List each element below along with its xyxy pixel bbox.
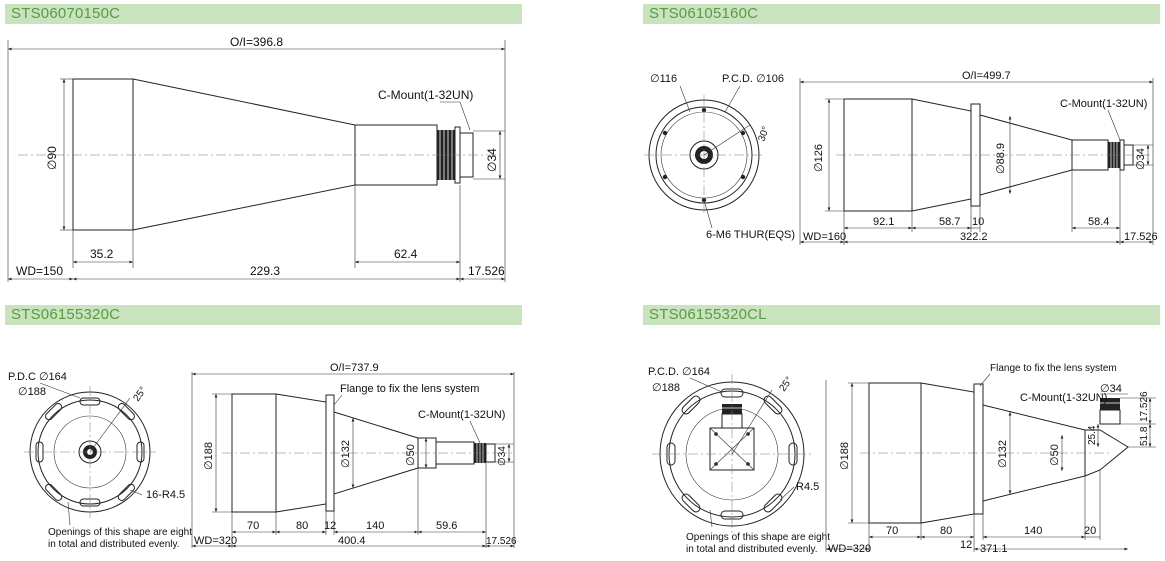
pcd-label: P.C.D. ∅164 [648, 366, 710, 378]
dim-dia-88-9: ∅88.9 [995, 143, 1007, 174]
section-banner-4: STS06155320CL [643, 305, 1160, 325]
dim-400-4: 400.4 [338, 535, 366, 547]
dim-17-526: 17.526 [1124, 231, 1158, 243]
slot-label: 16-R4.5 [146, 489, 185, 501]
dim-oi: O/I=499.7 [962, 70, 1011, 82]
dim-322-2: 322.2 [960, 231, 988, 243]
dim-20: 20 [1084, 525, 1096, 537]
dim-dia-132: ∅132 [340, 440, 352, 468]
slot-label: R4.5 [796, 481, 819, 493]
drawing-title: STS06070150C [11, 5, 121, 22]
drawing-2-front-view: ∅116 P.C.D. ∅106 30° 6-M6 THUR(EQS) [644, 73, 795, 241]
dim-dia-126: ∅126 [813, 144, 825, 172]
angle-label: 25° [131, 385, 149, 404]
section-banner-3: STS06155320C [5, 305, 522, 325]
dim-wd: WD=160 [803, 231, 846, 243]
dim-59-6: 59.6 [436, 520, 457, 532]
angle-label: 30° [756, 125, 772, 143]
dim-51-8: 51.8 [1139, 426, 1150, 446]
dim-92-1: 92.1 [873, 216, 894, 228]
c-mount-label: C-Mount(1-32UN) [1060, 98, 1147, 110]
dim-80: 80 [940, 525, 952, 537]
dim-17-526: 17.526 [1139, 391, 1150, 422]
dim-17-526: 17.526 [486, 536, 517, 547]
dim-70: 70 [247, 520, 259, 532]
dim-dia-188-side: ∅188 [839, 442, 851, 470]
drawing-4-side-view: ∅188 ∅132 ∅50 Flange to fix the lens sys… [825, 363, 1156, 555]
dim-dia-34: ∅34 [485, 148, 499, 172]
dim-62-4: 62.4 [394, 247, 418, 261]
drawing-4-front-view: P.C.D. ∅164 ∅188 25° R4.5 Openings of th… [648, 366, 830, 555]
dim-dia-188: ∅188 [18, 386, 46, 398]
dim-dia-34: ∅34 [497, 446, 508, 466]
dim-oi: O/I=737.9 [330, 362, 379, 374]
dim-wd: WD=320 [828, 543, 871, 555]
dim-10: 10 [972, 216, 984, 228]
note-line-2: in total and distributed evenly. [48, 539, 180, 550]
dim-35-2: 35.2 [90, 247, 114, 261]
dim-dia-34: ∅34 [1100, 383, 1122, 395]
drawing-2-side-view: O/I=499.7 ∅126 ∅88.9 ∅34 C-Mount(1-32UN) [799, 70, 1158, 245]
pcd-label: P.D.C ∅164 [8, 371, 67, 383]
drawing-title: STS06155320C [11, 306, 121, 323]
dim-17-526: 17.526 [468, 264, 505, 278]
dim-70: 70 [886, 525, 898, 537]
c-mount-label: C-Mount(1-32UN) [1020, 392, 1107, 404]
dim-oi: O/I=396.8 [230, 35, 283, 49]
dim-dia-50: ∅50 [405, 444, 417, 466]
c-mount-label: C-Mount(1-32UN) [378, 88, 473, 102]
dim-dia-116: ∅116 [650, 73, 677, 85]
c-mount-label: C-Mount(1-32UN) [418, 409, 505, 421]
flange-label: Flange to fix the lens system [990, 363, 1117, 374]
dim-dia-188-side: ∅188 [203, 442, 215, 470]
dim-140: 140 [366, 520, 384, 532]
dim-dia-90: ∅90 [45, 146, 59, 170]
section-banner-1: STS06070150C [5, 4, 522, 24]
flange-label: Flange to fix the lens system [340, 383, 479, 395]
drawing-title: STS06105160C [649, 5, 759, 22]
dim-dia-34: ∅34 [1135, 148, 1147, 170]
pcd-label: P.C.D. ∅106 [722, 73, 784, 85]
dim-12: 12 [324, 520, 336, 532]
drawing-3-side-view: O/I=737.9 ∅188 ∅132 ∅50 ∅34 Flange to fi… [191, 362, 517, 548]
dim-371-1: 371.1 [980, 543, 1008, 555]
section-banner-2: STS06105160C [643, 4, 1160, 24]
drawing-1-side-view: O/I=396.8 ∅90 ∅34 C-Mount(1-32UN) [7, 35, 506, 282]
dim-wd: WD=150 [16, 264, 63, 278]
note-line-2: in total and distributed evenly. [686, 544, 818, 555]
angle-label: 25° [777, 375, 795, 394]
dim-58-4: 58.4 [1088, 216, 1109, 228]
dim-wd: WD=320 [194, 535, 237, 547]
drawing-title: STS06155320CL [649, 306, 767, 323]
dim-80: 80 [296, 520, 308, 532]
dim-229-3: 229.3 [250, 264, 280, 278]
dim-12: 12 [960, 539, 972, 551]
dim-25-4: 25.4 [1087, 425, 1098, 445]
dim-58-7: 58.7 [939, 216, 960, 228]
note-line-1: Openings of this shape are eight [686, 532, 830, 543]
dim-dia-132: ∅132 [997, 440, 1009, 468]
dim-dia-188: ∅188 [652, 382, 680, 394]
dim-140: 140 [1024, 525, 1042, 537]
screw-label: 6-M6 THUR(EQS) [706, 229, 795, 241]
dim-dia-50: ∅50 [1049, 444, 1061, 466]
note-line-1: Openings of this shape are eight [48, 527, 192, 538]
drawing-3-front-view: P.D.C ∅164 ∅188 25° 16-R4.5 Openings of … [8, 371, 192, 550]
